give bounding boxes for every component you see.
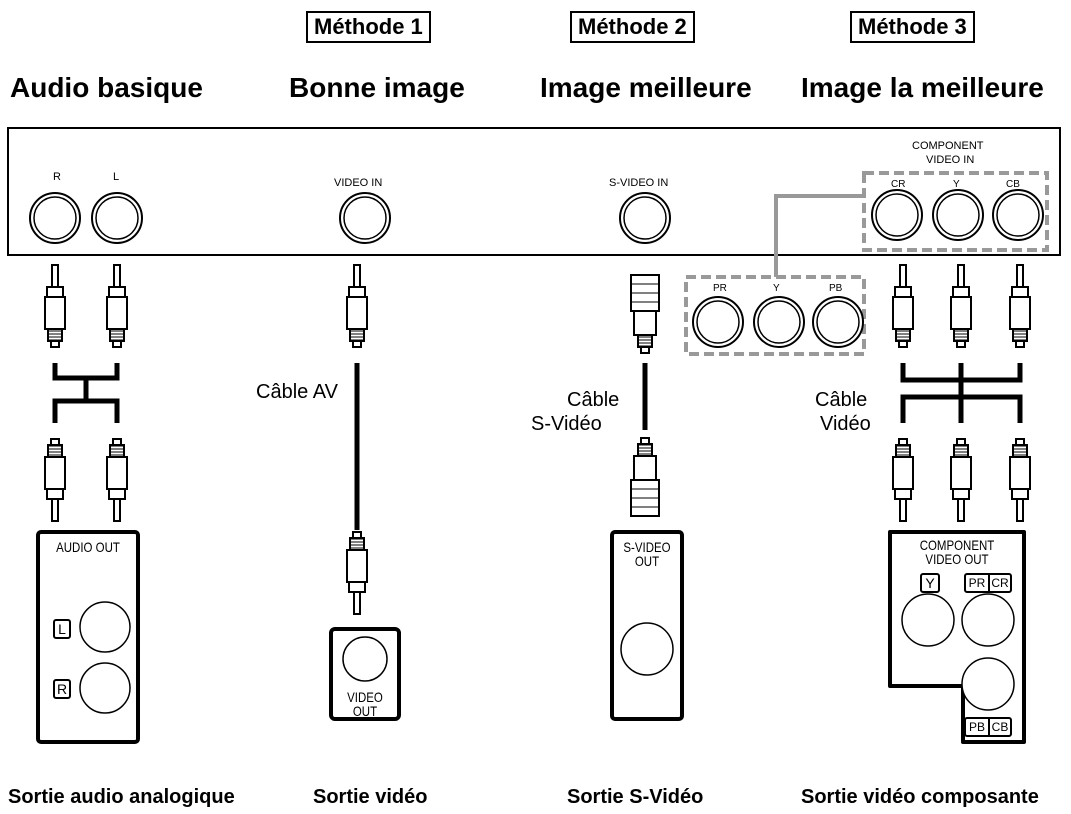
- svideo-plug-bottom: [630, 437, 660, 517]
- badge-l: L: [53, 619, 71, 639]
- tv-comp-cb-jack: [992, 189, 1044, 241]
- alt-pb-label: PB: [829, 283, 843, 294]
- tv-svideo-in-jack: [619, 192, 671, 244]
- svideo-plug-top: [630, 274, 660, 354]
- comp-plug-top-1: [892, 264, 914, 348]
- method-2-label: Méthode 2: [570, 11, 695, 43]
- alt-jacks: [692, 296, 864, 348]
- video-cable-label-1: Câble: [815, 389, 868, 411]
- audio-plug-bottom-r: [106, 438, 128, 522]
- video-out-label-2: OUT: [352, 703, 378, 719]
- footer-svideo: Sortie S-Vidéo: [567, 786, 704, 808]
- comp-plug-bottom-2: [950, 438, 972, 522]
- component-link-line: [774, 194, 864, 277]
- comp-out-pr-jack: [961, 593, 1015, 647]
- video-cable-label-2: Vidéo: [820, 413, 871, 435]
- comp-out-pb-jack: [961, 657, 1015, 711]
- tv-component-title-2: VIDEO IN: [926, 154, 975, 166]
- alt-pr-label: PR: [713, 283, 727, 294]
- heading-good: Bonne image: [289, 72, 465, 103]
- svideo-cable-label-1: Câble: [567, 389, 620, 411]
- tv-video-in-label: VIDEO IN: [334, 177, 383, 189]
- video-out-jack: [342, 636, 388, 682]
- tv-audio-l-label: L: [113, 171, 120, 183]
- footer-component: Sortie vidéo composante: [801, 786, 1039, 808]
- av-cable-label: Câble AV: [256, 381, 338, 403]
- video-out-label-1: VIDEO: [347, 689, 383, 705]
- badge-pr: PR CR: [964, 573, 1012, 593]
- tv-video-in-jack: [339, 192, 391, 244]
- comp-out-label-2: VIDEO OUT: [925, 551, 989, 567]
- alt-y-jack: [753, 296, 805, 348]
- cable-wires: [52, 363, 1023, 530]
- tv-audio-l-jack: [91, 192, 143, 244]
- tv-svideo-in-label: S-VIDEO IN: [609, 177, 669, 189]
- audio-out-r-jack: [79, 662, 131, 714]
- tv-jacks: [29, 189, 1044, 244]
- tv-comp-cr-label: CR: [891, 179, 906, 190]
- tv-component-title-1: COMPONENT: [912, 140, 984, 152]
- alt-y-label: Y: [773, 283, 780, 294]
- svideo-out-label-2: OUT: [634, 553, 660, 569]
- audio-out-l-jack: [79, 601, 131, 653]
- output-jacks: [79, 593, 1015, 714]
- svideo-cable-label-2: S-Vidéo: [531, 413, 602, 435]
- tv-comp-y-jack: [932, 189, 984, 241]
- badge-pb-text: PB: [966, 719, 990, 735]
- tv-comp-y-label: Y: [953, 179, 960, 190]
- cable-plugs: [44, 264, 1031, 615]
- badge-r: R: [53, 679, 71, 699]
- comp-out-label-1: COMPONENT: [919, 537, 995, 553]
- tv-audio-r-jack: [29, 192, 81, 244]
- tv-comp-cb-label: CB: [1006, 179, 1020, 190]
- alt-pr-jack: [692, 296, 744, 348]
- heading-audio: Audio basique: [10, 72, 203, 103]
- comp-plug-top-2: [950, 264, 972, 348]
- badge-cr-text: CR: [991, 576, 1009, 590]
- alt-component-dashed-box: [684, 275, 866, 356]
- comp-plug-bottom-1: [892, 438, 914, 522]
- audio-out-label: AUDIO OUT: [56, 539, 120, 555]
- badge-cb-text: CB: [991, 720, 1009, 734]
- av-plug-top: [346, 264, 368, 348]
- method-1-label: Méthode 1: [306, 11, 431, 43]
- audio-plug-top-r: [44, 264, 66, 348]
- comp-plug-bottom-3: [1009, 438, 1031, 522]
- heading-best: Image la meilleure: [801, 72, 1044, 103]
- method-3-label: Méthode 3: [850, 11, 975, 43]
- badge-pr-text: PR: [966, 575, 990, 591]
- audio-plug-top-l: [106, 264, 128, 348]
- footer-video: Sortie vidéo: [313, 786, 428, 808]
- svideo-out-jack: [620, 622, 674, 676]
- badge-y: Y: [920, 573, 940, 593]
- footer-audio: Sortie audio analogique: [8, 786, 235, 808]
- av-plug-bottom: [346, 531, 368, 615]
- svideo-out-label-1: S-VIDEO: [623, 539, 671, 555]
- audio-plug-bottom-l: [44, 438, 66, 522]
- component-in-dashed-box: [862, 171, 1049, 252]
- alt-pb-jack: [812, 296, 864, 348]
- badge-pb: PB CB: [964, 717, 1012, 737]
- tv-audio-r-label: R: [53, 171, 61, 183]
- heading-better: Image meilleure: [540, 72, 752, 103]
- comp-plug-top-3: [1009, 264, 1031, 348]
- tv-comp-cr-jack: [871, 189, 923, 241]
- comp-out-y-jack: [901, 593, 955, 647]
